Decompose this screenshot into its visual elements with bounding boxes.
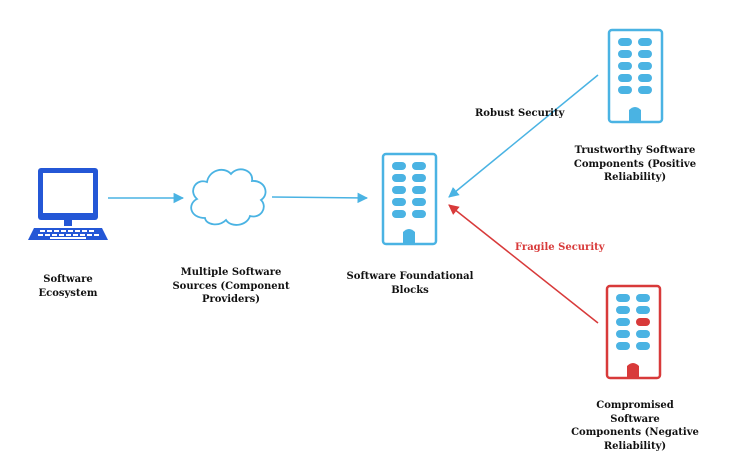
cloud-icon xyxy=(190,168,267,226)
fragile-security-label: Fragile Security xyxy=(515,242,605,253)
compromised-building-icon xyxy=(605,284,662,380)
compromised-label: Compromised Software Components (Negativ… xyxy=(571,400,699,452)
ecosystem-label: Software Ecosystem xyxy=(38,274,98,299)
robust-security-label: Robust Security xyxy=(475,108,565,119)
building-icon xyxy=(381,152,438,246)
arrow-fragile-security xyxy=(448,204,599,324)
trustworthy-building-icon xyxy=(607,28,664,124)
foundational-label: Software Foundational Blocks xyxy=(346,271,474,296)
arrow-robust-security xyxy=(448,74,599,198)
desktop-computer-icon xyxy=(28,168,108,240)
arrow-sources-to-foundational xyxy=(271,192,369,204)
sources-label: Multiple Software Sources (Component Pro… xyxy=(172,267,290,305)
trustworthy-label: Trustworthy Software Components (Positiv… xyxy=(573,145,697,183)
compromised-window xyxy=(636,318,650,326)
